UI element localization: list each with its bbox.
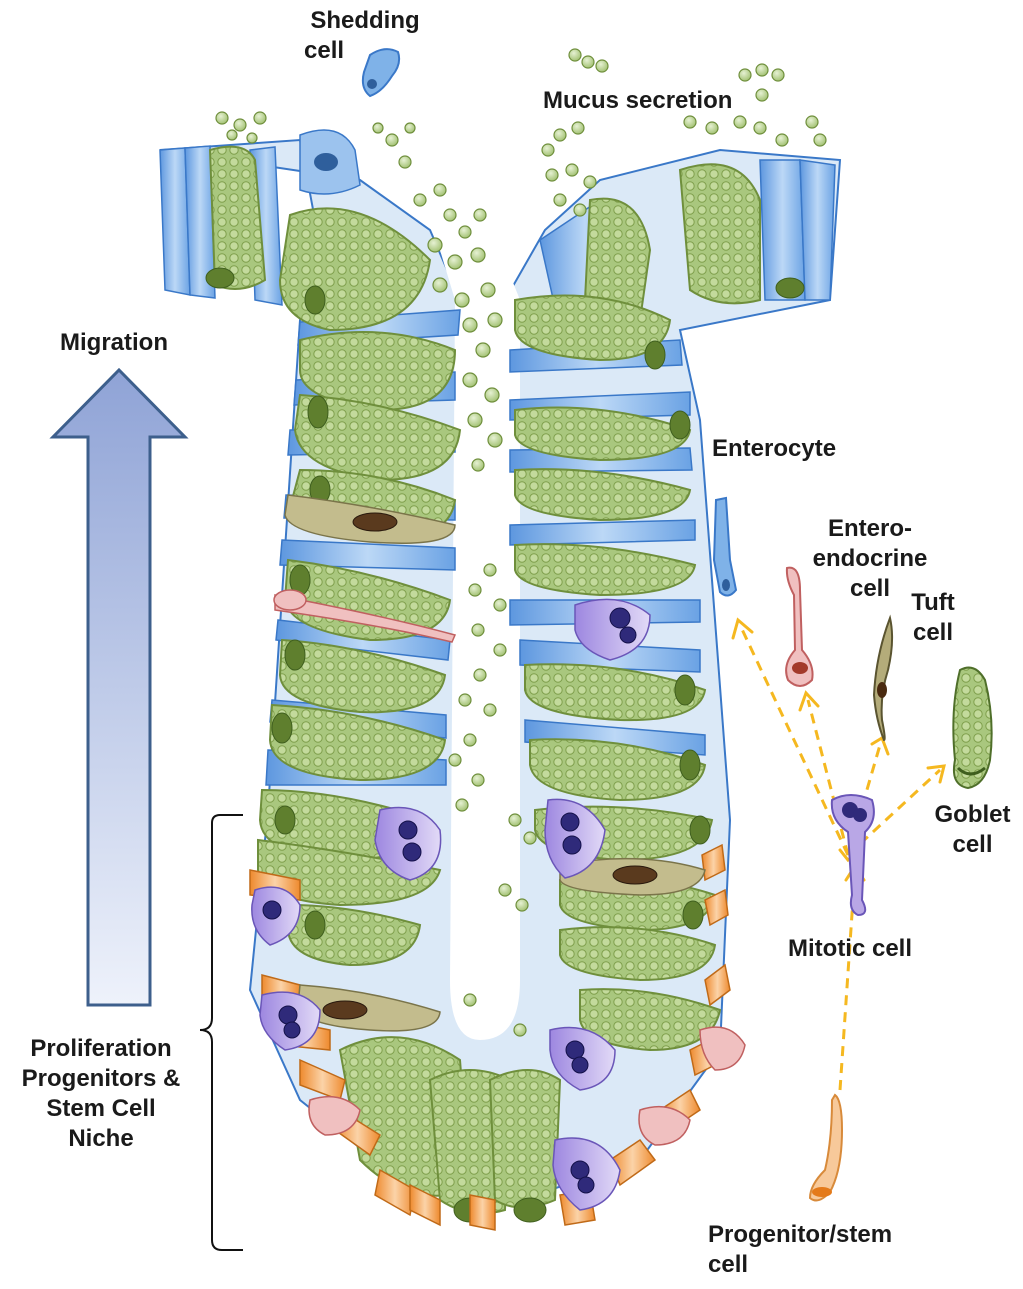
prolif-label-line3: Stem Cell: [6, 1094, 196, 1124]
prolif-label-line2: Progenitors &: [6, 1064, 196, 1094]
differentiation-arrows: [740, 625, 940, 1090]
mucus-secretion-label: Mucus secretion: [543, 86, 732, 116]
proliferation-bracket: [200, 815, 243, 1250]
tuft-cell: [874, 618, 892, 740]
progenitor-stem-label: Progenitor/stem cell: [708, 1220, 892, 1280]
shedding-label-line1: Shedding: [300, 6, 430, 36]
tuft-label-line1: Tuft: [898, 588, 968, 618]
proliferation-label: Proliferation Progenitors & Stem Cell Ni…: [6, 1034, 196, 1154]
shedding-label-line2: cell: [300, 36, 430, 66]
prolif-label-line4: Niche: [6, 1124, 196, 1154]
prolif-label-line1: Proliferation: [6, 1034, 196, 1064]
tuft-cell-label: Tuft cell: [898, 588, 968, 648]
goblet-label-line2: cell: [925, 830, 1020, 860]
tuft-label-line2: cell: [898, 618, 968, 648]
differentiation-arrowheads: [733, 620, 944, 880]
enterocyte-label: Enterocyte: [712, 434, 836, 464]
progenitor-stem-cell: [810, 1095, 842, 1200]
goblet-cell-label: Goblet cell: [925, 800, 1020, 860]
migration-arrow: [53, 370, 185, 1005]
progenitor-label-line2: cell: [708, 1250, 892, 1280]
migration-label: Migration: [60, 328, 168, 358]
mitotic-cell-label: Mitotic cell: [788, 934, 912, 964]
entero-label-line2: endocrine: [800, 544, 940, 574]
entero-label-line1: Entero-: [800, 514, 940, 544]
progenitor-label-line1: Progenitor/stem: [708, 1220, 892, 1250]
goblet-label-line1: Goblet: [925, 800, 1020, 830]
shedding-cell-label: Shedding cell: [300, 6, 430, 66]
